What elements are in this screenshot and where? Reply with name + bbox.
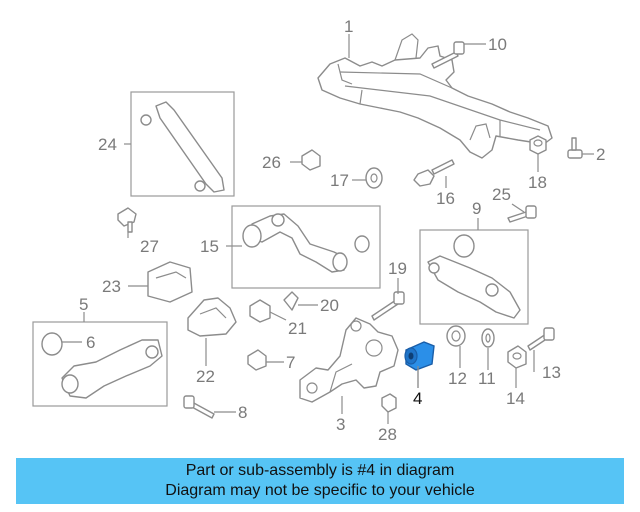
arm-5-part	[41, 332, 163, 399]
bolt-27-part	[117, 207, 137, 233]
box-5	[32, 321, 168, 407]
banner-line-2: Diagram may not be specific to your vehi…	[165, 482, 475, 499]
callout-14: 14	[506, 389, 525, 408]
bolt-25-part	[507, 205, 537, 223]
callout-3: 3	[336, 415, 345, 434]
callout-5: 5	[79, 295, 88, 314]
nut-7-part	[247, 349, 267, 371]
washer-17-part	[365, 167, 383, 189]
knuckle-part	[299, 317, 399, 403]
callout-1: 1	[344, 17, 353, 36]
callout-15: 15	[200, 237, 219, 256]
info-banner: Part or sub-assembly is #4 in diagram Di…	[16, 458, 624, 504]
bolt-2-part	[567, 137, 583, 159]
bolt-10-part	[431, 41, 465, 69]
nut-21-part	[249, 299, 271, 323]
mount-22-part	[187, 297, 237, 337]
mount-23-part	[147, 261, 193, 303]
nut-28-part	[381, 393, 397, 413]
box-9	[419, 229, 529, 325]
callout-4-highlighted: 4	[413, 389, 422, 408]
callout-26: 26	[262, 153, 281, 172]
callout-12: 12	[448, 369, 467, 388]
callout-21: 21	[288, 319, 307, 338]
callout-7: 7	[286, 353, 295, 372]
callout-9: 9	[472, 199, 481, 218]
callout-6: 6	[86, 333, 95, 352]
bushing-part-highlighted	[404, 341, 435, 371]
nut-26-part	[301, 149, 321, 171]
washer-11-part	[481, 328, 495, 348]
subframe-part	[317, 33, 553, 159]
banner-line-1: Part or sub-assembly is #4 in diagram	[185, 462, 455, 479]
bolt-16-part	[413, 159, 455, 187]
callout-16: 16	[436, 189, 455, 208]
nut-18-part	[529, 135, 547, 155]
callout-10: 10	[488, 35, 507, 54]
arm-15-part	[242, 213, 370, 273]
bolt-19-part	[371, 291, 405, 321]
callout-11: 11	[478, 369, 496, 388]
callout-23: 23	[102, 277, 121, 296]
nut-14-part	[507, 345, 527, 369]
callout-17: 17	[330, 171, 349, 190]
arm-9-part	[427, 234, 521, 319]
callout-2: 2	[596, 145, 605, 164]
callout-19: 19	[388, 259, 407, 278]
callout-20: 20	[320, 296, 339, 315]
box-15	[231, 205, 381, 289]
callout-8: 8	[238, 403, 247, 422]
callout-13: 13	[542, 363, 561, 382]
bracket-20-part	[283, 291, 299, 311]
callout-27: 27	[140, 237, 159, 256]
link-24-part	[140, 101, 225, 193]
callout-28: 28	[378, 425, 397, 444]
callout-24: 24	[98, 135, 117, 154]
callout-25: 25	[492, 185, 511, 204]
callout-18: 18	[528, 173, 547, 192]
bolt-8-part	[183, 395, 215, 419]
leader-lines	[62, 34, 594, 424]
parts-diagram: 1 2 3 4 5 6 7 8 9 10 11 12 13 14 15 16 1…	[32, 17, 605, 444]
bushing-12-part	[446, 325, 466, 347]
bolt-13-part	[527, 327, 555, 351]
callout-22: 22	[196, 367, 215, 386]
